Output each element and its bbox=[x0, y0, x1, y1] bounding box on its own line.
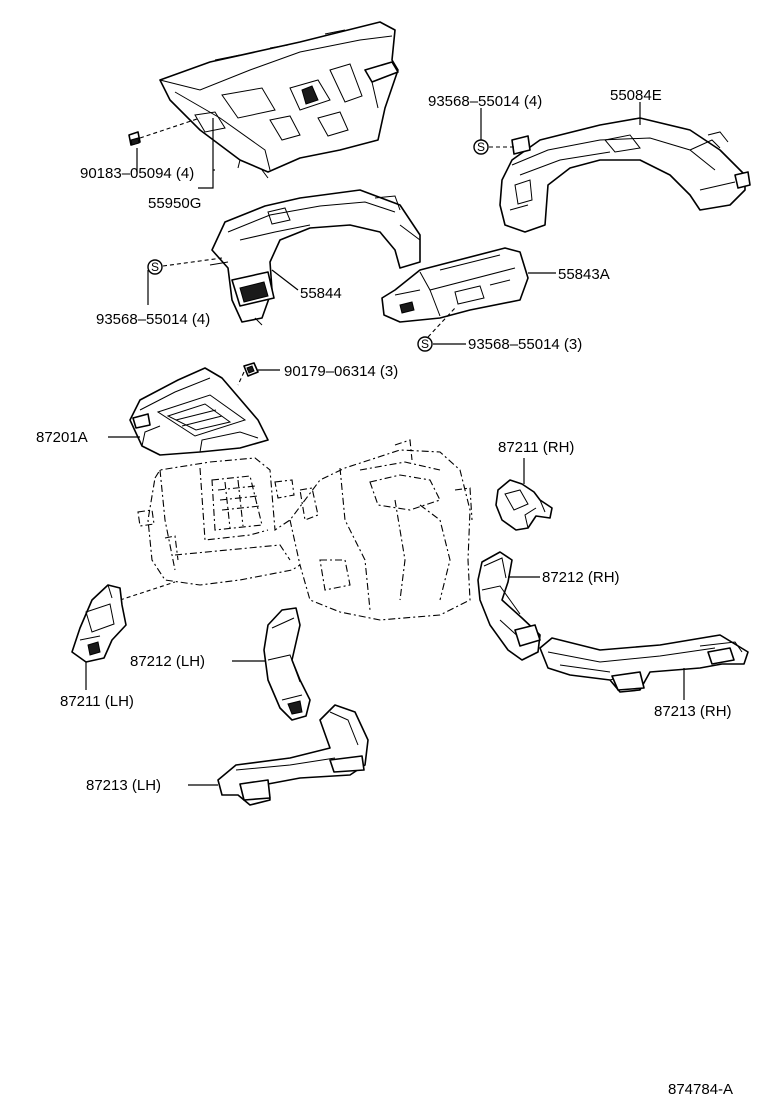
screw-symbol-left: S bbox=[147, 259, 163, 275]
callout-55843a: 55843A bbox=[558, 266, 610, 283]
part-87212-lh bbox=[263, 607, 311, 721]
screw-s-label: S bbox=[151, 260, 159, 274]
hvac-unit-assembly bbox=[137, 439, 473, 621]
part-87212-rh bbox=[477, 551, 541, 661]
callout-87212-lh: 87212 (LH) bbox=[130, 653, 205, 670]
callout-90179-06314: 90179–06314 (3) bbox=[284, 363, 398, 380]
callout-55844: 55844 bbox=[300, 285, 342, 302]
callout-87213-lh: 87213 (LH) bbox=[86, 777, 161, 794]
part-55843a-duct bbox=[381, 247, 529, 323]
part-87213-lh bbox=[217, 704, 369, 806]
clip-90183-05094 bbox=[128, 131, 141, 146]
figure-id: 874784-A bbox=[668, 1081, 733, 1098]
callout-87213-rh: 87213 (RH) bbox=[654, 703, 732, 720]
callout-87212-rh: 87212 (RH) bbox=[542, 569, 620, 586]
part-87211-rh bbox=[495, 479, 553, 531]
callout-93568-55014-mid: 93568–55014 (3) bbox=[468, 336, 582, 353]
screw-symbol-mid: S bbox=[417, 336, 433, 352]
part-87211-lh bbox=[71, 584, 127, 663]
callout-93568-55014-left: 93568–55014 (4) bbox=[96, 311, 210, 328]
callout-87211-rh: 87211 (RH) bbox=[498, 439, 574, 456]
screw-symbol-top: S bbox=[473, 139, 489, 155]
callout-93568-55014-top: 93568–55014 (4) bbox=[428, 93, 542, 110]
part-55950g-defroster-nozzle bbox=[159, 21, 399, 179]
part-55844-duct bbox=[209, 189, 421, 326]
callout-55084e: 55084E bbox=[610, 87, 662, 104]
callout-55950g: 55950G bbox=[148, 195, 201, 212]
bolt-90179-06314 bbox=[243, 362, 259, 377]
callout-90183-05094: 90183–05094 (4) bbox=[80, 165, 194, 182]
screw-s-label: S bbox=[477, 140, 485, 154]
screw-s-label: S bbox=[421, 337, 429, 351]
callout-87201a: 87201A bbox=[36, 429, 88, 446]
callout-87211-lh: 87211 (LH) bbox=[60, 693, 134, 710]
part-55084e-duct bbox=[499, 117, 751, 233]
part-87213-rh bbox=[539, 634, 749, 693]
part-87201a-case-cover bbox=[129, 367, 269, 456]
